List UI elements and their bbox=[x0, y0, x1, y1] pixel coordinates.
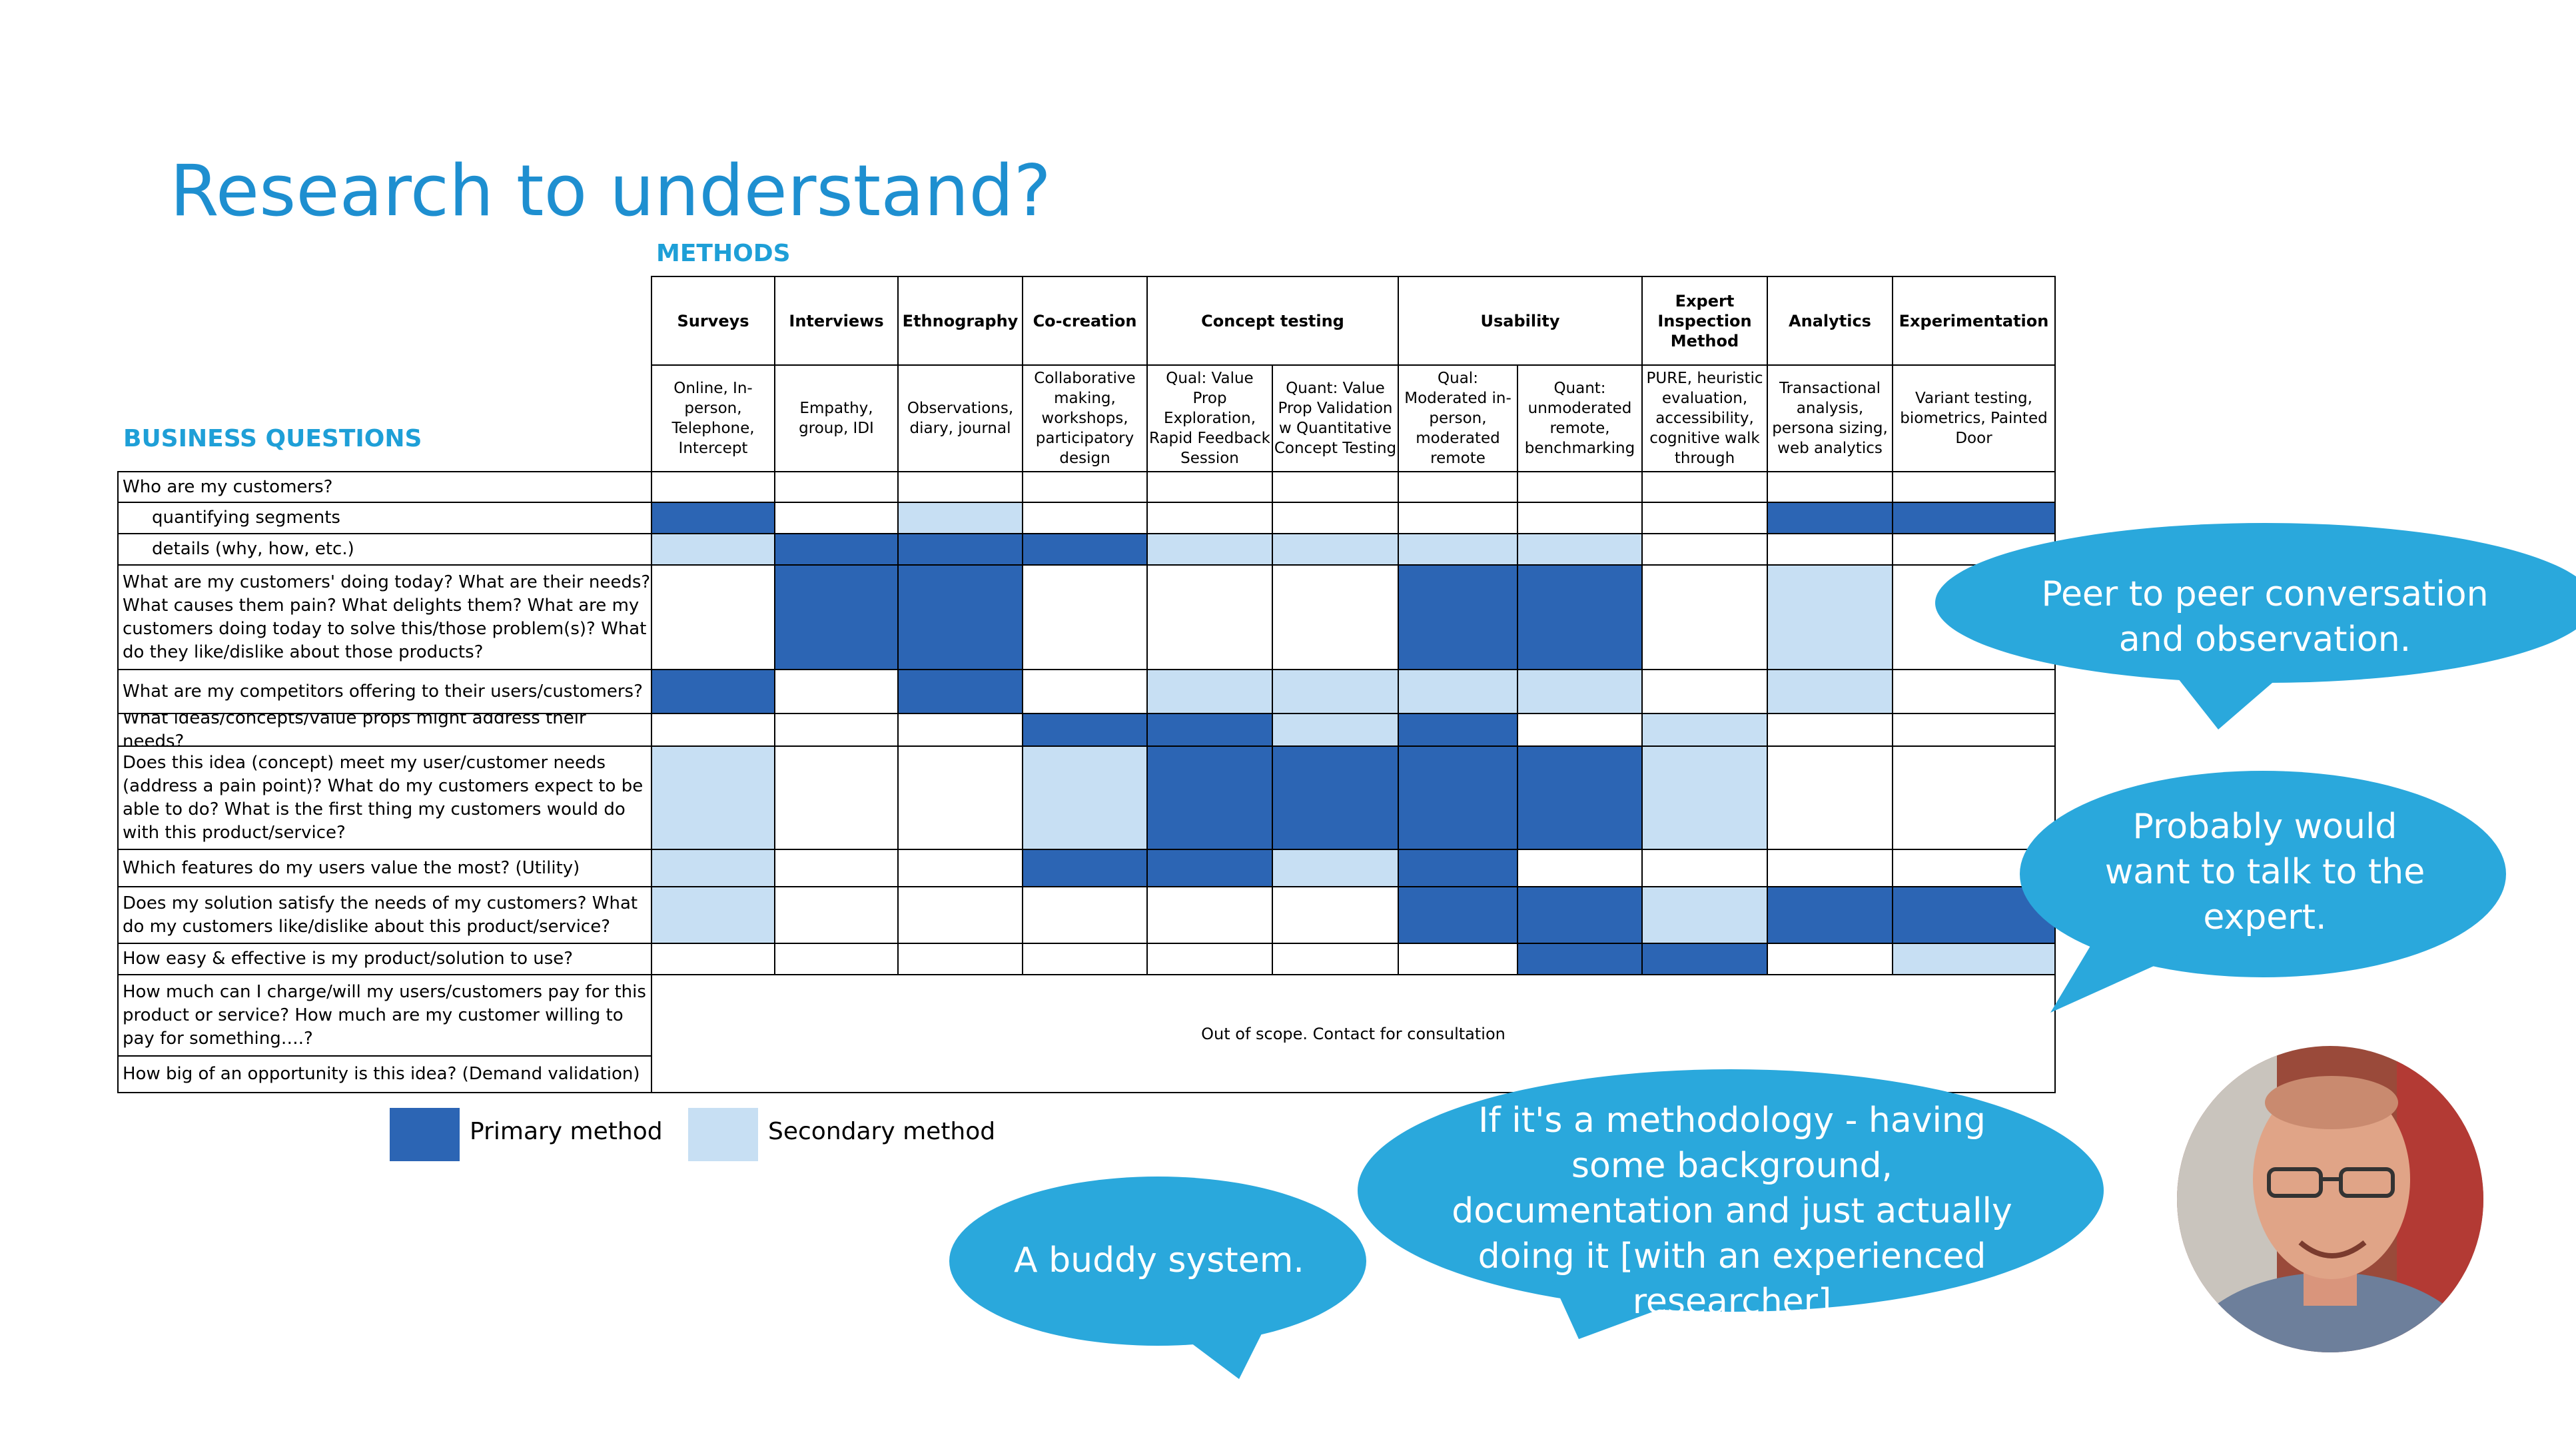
primary-method-cell bbox=[1272, 745, 1399, 850]
empty-method-cell bbox=[1272, 502, 1399, 534]
primary-method-cell bbox=[1398, 713, 1518, 747]
methodology-bubble-shape bbox=[1358, 1069, 2104, 1339]
empty-method-cell bbox=[1022, 669, 1148, 714]
method-detail-header: Quant: Value Prop Validation w Quantitat… bbox=[1272, 364, 1399, 472]
secondary-method-cell bbox=[1767, 564, 1893, 670]
empty-method-cell bbox=[774, 849, 899, 887]
method-detail-header: Observations, diary, journal bbox=[897, 364, 1023, 472]
secondary-method-cell bbox=[1146, 533, 1273, 566]
secondary-method-cell bbox=[1272, 669, 1399, 714]
method-detail-header: Qual: Moderated in-person, moderated rem… bbox=[1398, 364, 1518, 472]
business-question-cell: How easy & effective is my product/solut… bbox=[117, 943, 652, 975]
method-detail-header: Online, In-person, Telephone, Intercept bbox=[651, 364, 775, 472]
primary-legend-label: Primary method bbox=[470, 1118, 663, 1145]
presenter-avatar bbox=[2177, 1046, 2483, 1352]
empty-method-cell bbox=[1892, 713, 2056, 747]
primary-method-cell bbox=[651, 502, 775, 534]
secondary-method-cell bbox=[1272, 713, 1399, 747]
empty-method-cell bbox=[897, 745, 1023, 850]
empty-method-cell bbox=[1146, 471, 1273, 503]
primary-method-cell bbox=[1398, 745, 1518, 850]
business-question-cell: Who are my customers? bbox=[117, 471, 652, 503]
method-detail-header: Empathy, group, IDI bbox=[774, 364, 899, 472]
empty-method-cell bbox=[774, 669, 899, 714]
secondary-method-cell bbox=[651, 849, 775, 887]
empty-method-cell bbox=[1641, 471, 1768, 503]
primary-method-cell bbox=[1517, 564, 1643, 670]
method-detail-header: PURE, heuristic evaluation, accessibilit… bbox=[1641, 364, 1768, 472]
method-group-header: Interviews bbox=[774, 276, 899, 366]
method-group-header: Concept testing bbox=[1146, 276, 1399, 366]
empty-method-cell bbox=[1767, 713, 1893, 747]
business-question-cell: Does my solution satisfy the needs of my… bbox=[117, 886, 652, 944]
primary-method-cell bbox=[1398, 849, 1518, 887]
business-question-cell: What ideas/concepts/value props might ad… bbox=[117, 713, 652, 747]
page-title: Research to understand? bbox=[170, 150, 1051, 232]
empty-method-cell bbox=[1641, 669, 1768, 714]
expert-bubble-text: Probably would want to talk to the exper… bbox=[2104, 807, 2425, 937]
empty-method-cell bbox=[1767, 849, 1893, 887]
method-detail-header: Transactional analysis, persona sizing, … bbox=[1767, 364, 1893, 472]
expert-bubble-shape bbox=[2020, 771, 2506, 1013]
method-group-header: Experimentation bbox=[1892, 276, 2056, 366]
primary-method-cell bbox=[774, 564, 899, 670]
business-question-cell: How big of an opportunity is this idea? … bbox=[117, 1055, 652, 1093]
method-group-header: Ethnography bbox=[897, 276, 1023, 366]
secondary-method-cell bbox=[1398, 669, 1518, 714]
secondary-legend-swatch bbox=[688, 1108, 758, 1161]
primary-legend-swatch bbox=[390, 1108, 460, 1161]
method-group-header: Co-creation bbox=[1022, 276, 1148, 366]
empty-method-cell bbox=[1022, 886, 1148, 944]
secondary-legend-label: Secondary method bbox=[768, 1118, 996, 1145]
empty-method-cell bbox=[1022, 502, 1148, 534]
primary-method-cell bbox=[897, 533, 1023, 566]
method-group-header: Expert Inspection Method bbox=[1641, 276, 1768, 366]
empty-method-cell bbox=[1398, 943, 1518, 975]
empty-method-cell bbox=[1892, 669, 2056, 714]
methods-label: METHODS bbox=[656, 240, 791, 267]
business-question-cell: Which features do my users value the mos… bbox=[117, 849, 652, 887]
secondary-method-cell bbox=[1517, 669, 1643, 714]
primary-method-cell bbox=[1892, 502, 2056, 534]
secondary-method-cell bbox=[1641, 745, 1768, 850]
secondary-method-cell bbox=[651, 745, 775, 850]
empty-method-cell bbox=[1641, 849, 1768, 887]
method-detail-header: Collaborative making, workshops, partici… bbox=[1022, 364, 1148, 472]
peer-bubble-shape bbox=[1935, 523, 2576, 729]
primary-method-cell bbox=[1398, 886, 1518, 944]
empty-method-cell bbox=[651, 943, 775, 975]
buddy-bubble-shape bbox=[949, 1177, 1366, 1379]
secondary-method-cell bbox=[1272, 849, 1399, 887]
business-question-cell: What are my competitors offering to thei… bbox=[117, 669, 652, 714]
buddy-bubble-text: A buddy system. bbox=[1014, 1240, 1304, 1280]
method-detail-header: Variant testing, biometrics, Painted Doo… bbox=[1892, 364, 2056, 472]
empty-method-cell bbox=[1272, 564, 1399, 670]
secondary-method-cell bbox=[1892, 943, 2056, 975]
peer-bubble-text: Peer to peer conversation and observatio… bbox=[2041, 574, 2489, 660]
empty-method-cell bbox=[1517, 471, 1643, 503]
primary-method-cell bbox=[1146, 745, 1273, 850]
methodology-bubble-text: If it's a methodology - having some back… bbox=[1452, 1101, 2012, 1322]
business-questions-label: BUSINESS QUESTIONS bbox=[123, 425, 422, 452]
secondary-method-cell bbox=[1767, 669, 1893, 714]
business-question-cell: quantifying segments bbox=[117, 502, 652, 534]
business-question-cell: How much can I charge/will my users/cust… bbox=[117, 974, 652, 1057]
empty-method-cell bbox=[1146, 502, 1273, 534]
empty-method-cell bbox=[897, 849, 1023, 887]
primary-method-cell bbox=[1398, 564, 1518, 670]
business-question-cell: What are my customers' doing today? What… bbox=[117, 564, 652, 670]
method-group-header: Usability bbox=[1398, 276, 1643, 366]
business-question-cell: details (why, how, etc.) bbox=[117, 533, 652, 566]
empty-method-cell bbox=[774, 502, 899, 534]
empty-method-cell bbox=[897, 886, 1023, 944]
